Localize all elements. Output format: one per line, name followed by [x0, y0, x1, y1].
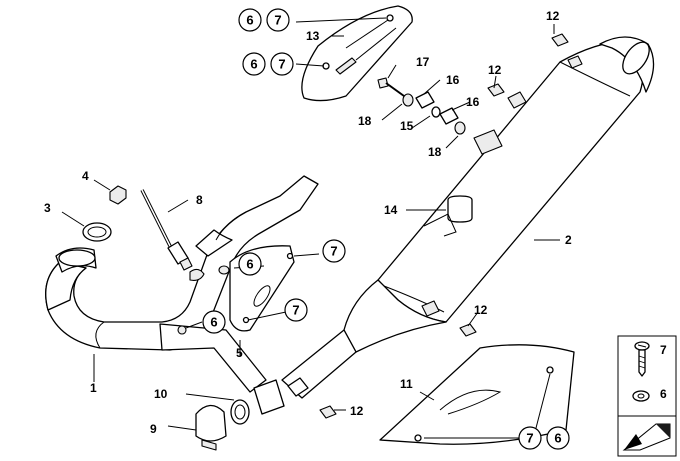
label-18b: 18 [428, 145, 442, 159]
callout-6: 6 [554, 431, 561, 446]
gasket-part-10 [230, 399, 250, 425]
washer-part-18b [454, 121, 466, 135]
callout-7: 7 [330, 244, 337, 259]
label-18a: 18 [358, 114, 372, 128]
label-14: 14 [384, 203, 398, 217]
label-17: 17 [416, 55, 430, 69]
heat-shield-part-13 [301, 5, 413, 102]
callout-6: 6 [250, 57, 257, 72]
callout-6: 6 [246, 257, 253, 272]
label-10: 10 [154, 387, 168, 401]
label-2: 2 [565, 233, 572, 247]
legend-screw-number: 7 [660, 343, 667, 357]
label-16a: 16 [446, 73, 460, 87]
legend-washer-number: 6 [660, 387, 667, 401]
clip-part-14 [423, 195, 473, 237]
label-12a: 12 [546, 9, 560, 23]
nut-part-12b [487, 83, 505, 97]
callout-7: 7 [274, 13, 281, 28]
label-13: 13 [306, 29, 320, 43]
label-12c: 12 [474, 303, 488, 317]
grommet-part-16b [439, 107, 459, 125]
washer-part-18 [402, 93, 414, 107]
washer-icon [632, 390, 650, 402]
clamp-part-9 [195, 404, 227, 451]
label-4: 4 [82, 169, 89, 183]
label-1: 1 [90, 381, 97, 395]
label-8: 8 [196, 193, 203, 207]
label-5: 5 [236, 346, 243, 360]
callout-6: 6 [246, 13, 253, 28]
label-9: 9 [150, 422, 157, 436]
label-12b: 12 [488, 63, 502, 77]
nut-part-12d [319, 405, 337, 419]
page-turn-icon [622, 423, 671, 451]
part-number-labels: 1 2 3 4 5 8 9 10 11 13 14 15 16 16 17 18… [44, 9, 572, 436]
bolt-part-17 [377, 77, 405, 97]
circled-callouts: 6 7 6 7 6 7 6 7 7 6 [202, 8, 570, 450]
screw-icon [634, 341, 650, 377]
callout-7: 7 [526, 431, 533, 446]
nut-part-12c [459, 323, 477, 337]
callout-7: 7 [278, 57, 285, 72]
label-11: 11 [400, 377, 413, 391]
label-15: 15 [400, 119, 414, 133]
label-12d: 12 [350, 404, 364, 418]
muffler-part-2 [281, 36, 655, 399]
callout-6: 6 [210, 315, 217, 330]
leader-lines [61, 17, 560, 439]
spacer-part-15 [431, 106, 441, 118]
legend-box: 7 6 [617, 335, 677, 457]
header-pipe-part-1 [45, 175, 319, 393]
gasket-part-3 [82, 222, 112, 242]
label-3: 3 [44, 201, 51, 215]
callout-7: 7 [292, 303, 299, 318]
grommet-part-16 [415, 91, 435, 109]
bracket-part-5 [229, 245, 295, 332]
nut-part-4 [109, 185, 127, 205]
nut-part-12a [551, 33, 569, 47]
label-16b: 16 [466, 95, 480, 109]
sensor-part-8 [140, 189, 193, 271]
